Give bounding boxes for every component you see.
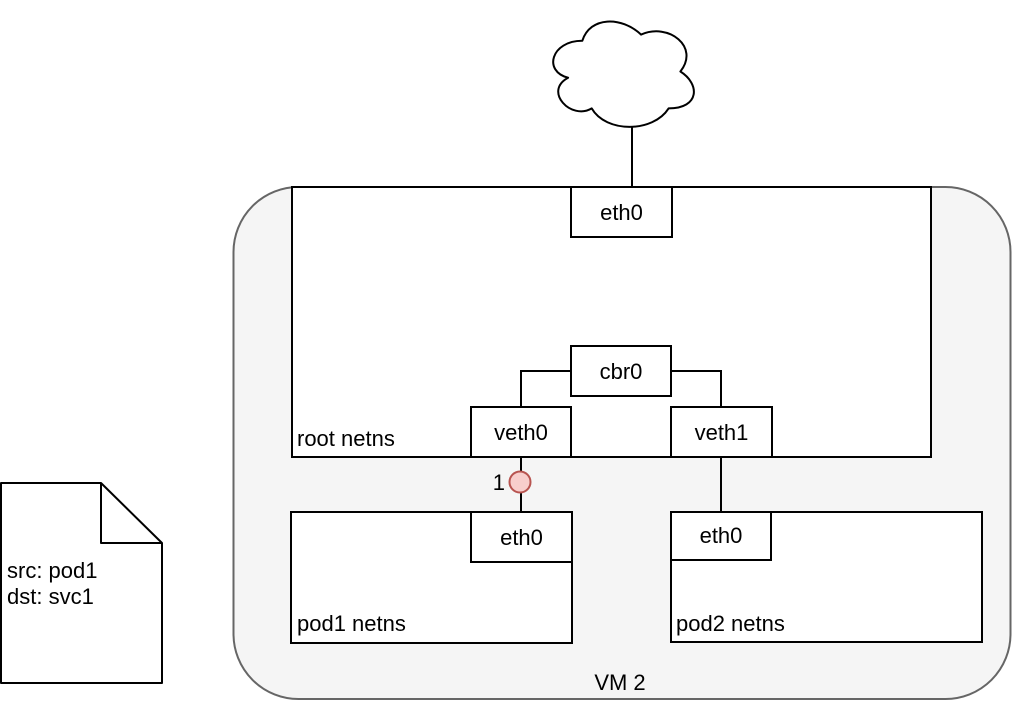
root-eth0-label: eth0 bbox=[600, 200, 643, 225]
vm2-label: VM 2 bbox=[594, 670, 645, 695]
cbr0-veth0-link bbox=[520, 370, 571, 407]
pod1-eth0-label: eth0 bbox=[500, 525, 543, 550]
veth0-box bbox=[470, 406, 572, 458]
veth1-box bbox=[670, 406, 773, 458]
step-marker-label: 1 bbox=[493, 470, 505, 495]
pod1-netns-label: pod1 netns bbox=[297, 611, 406, 636]
cbr0-veth1-link bbox=[671, 370, 722, 407]
packet-note-line2: dst: svc1 bbox=[7, 584, 94, 609]
root-netns-label: root netns bbox=[297, 426, 395, 451]
cbr0-box bbox=[570, 345, 672, 397]
packet-note-fold-icon bbox=[100, 483, 162, 544]
packet-note-shape bbox=[0, 482, 163, 684]
pod1-eth0-box bbox=[470, 511, 573, 563]
internet-cloud-icon bbox=[552, 20, 695, 128]
veth1-label: veth1 bbox=[695, 420, 749, 445]
veth0-label: veth0 bbox=[494, 420, 548, 445]
pod1-netns-box bbox=[290, 511, 573, 644]
packet-note-line1: src: pod1 bbox=[7, 558, 98, 583]
pod2-netns-label: pod2 netns bbox=[676, 611, 785, 636]
pod2-eth0-box bbox=[670, 511, 772, 561]
pod2-eth0-label: eth0 bbox=[700, 523, 743, 548]
root-eth0-box bbox=[570, 186, 673, 238]
step-marker-dot bbox=[508, 470, 532, 494]
cbr0-label: cbr0 bbox=[600, 359, 643, 384]
